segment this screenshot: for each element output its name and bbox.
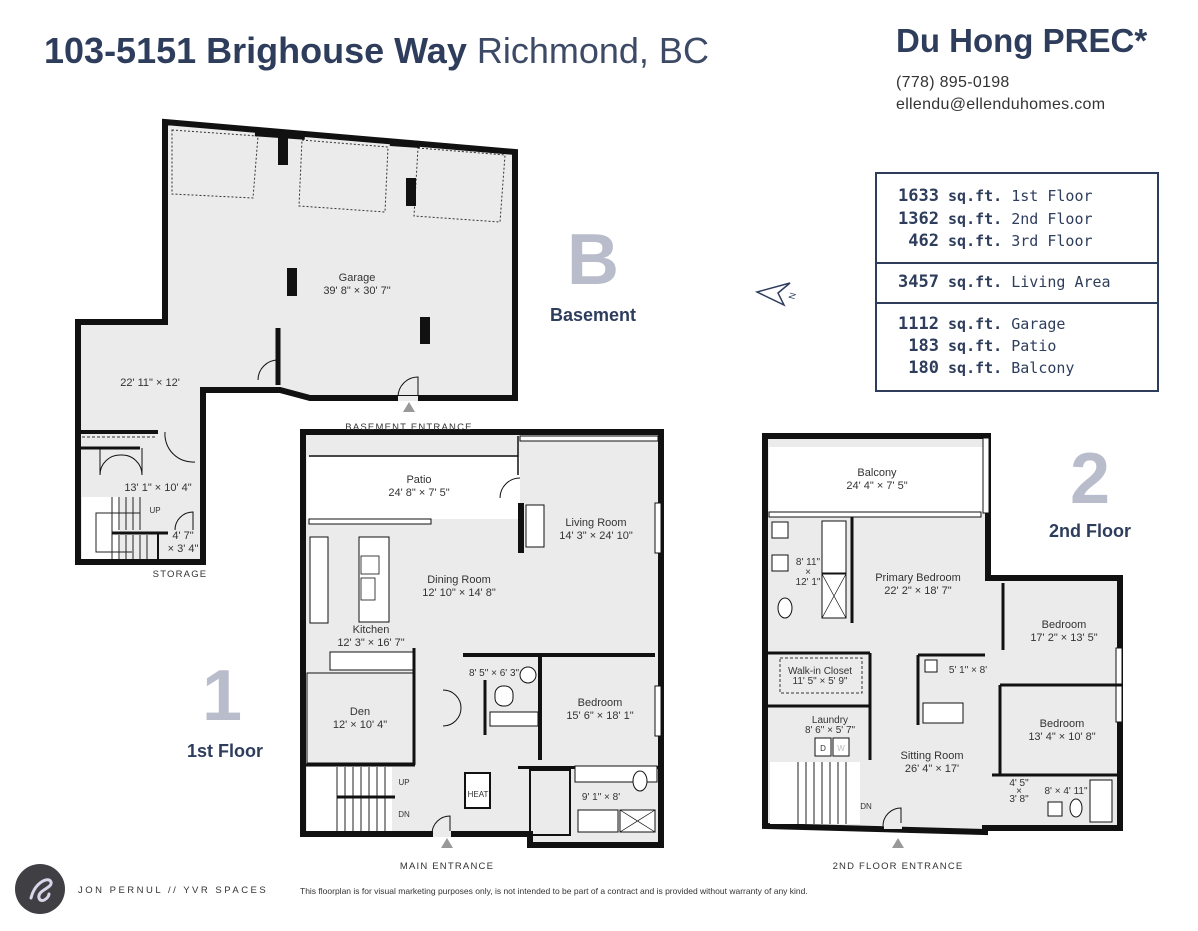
divider <box>877 302 1157 304</box>
area-summary-table: 1633 sq.ft. 1st Floor 1362 sq.ft. 2nd Fl… <box>875 172 1159 392</box>
divider <box>877 262 1157 264</box>
footer-disclaimer: This floorplan is for visual marketing p… <box>300 886 808 896</box>
basement-plan <box>75 118 518 565</box>
first-floor-title: 1st Floor <box>186 741 264 761</box>
storage-caption: STORAGE <box>152 569 208 580</box>
basement-title: Basement <box>549 305 637 325</box>
area-row-living: 3457 sq.ft. Living Area <box>898 272 1111 292</box>
room-powder-room: 8' 5" × 6' 3" <box>468 668 520 679</box>
washer-label: W <box>837 744 845 753</box>
north-arrow-icon: N <box>754 282 798 307</box>
city: Richmond, BC <box>476 30 709 71</box>
main-entrance-label: MAIN ENTRANCE <box>399 861 495 872</box>
room-closet: 4' 5" × 3' 8" <box>1009 778 1029 805</box>
heat-label: HEAT <box>467 790 489 799</box>
stairs-down-label: DN <box>860 802 872 811</box>
second-floor-plan <box>762 433 1123 848</box>
basement-marker: B <box>567 220 619 300</box>
second-floor-marker: 2 <box>1069 439 1111 519</box>
area-row: 1362 sq.ft. 2nd Floor <box>898 209 1093 229</box>
first-floor-marker: 1 <box>201 656 243 736</box>
agent-name: Du Hong PREC* <box>896 22 1148 59</box>
agent-email: ellendu@ellenduhomes.com <box>896 96 1106 113</box>
dryer-label: D <box>820 744 826 753</box>
room-storage: 4' 7" × 3' 4" <box>167 530 199 555</box>
agent-phone: (778) 895-0198 <box>896 74 1010 91</box>
address: 103-5151 Brighouse Way <box>44 30 467 71</box>
stairs-up-label: UP <box>398 778 410 787</box>
area-row: 1633 sq.ft. 1st Floor <box>898 186 1093 206</box>
second-floor-entrance-label: 2ND FLOOR ENTRANCE <box>832 861 964 872</box>
second-floor-title: 2nd Floor <box>1049 521 1131 541</box>
brand-logo <box>15 864 65 914</box>
stairs-up-label: UP <box>149 506 161 515</box>
area-row: 180 sq.ft. Balcony <box>908 358 1075 378</box>
room-bathroom: 5' 1" × 8' <box>948 665 988 676</box>
room-primary-ensuite: 8' 11" × 12' 1" <box>795 557 821 588</box>
area-row: 462 sq.ft. 3rd Floor <box>908 231 1093 251</box>
svg-text:N: N <box>787 291 798 300</box>
room-basement-hall: 22' 11" × 12' <box>120 377 180 389</box>
stairs-down-label: DN <box>398 810 410 819</box>
first-floor-plan <box>300 429 664 848</box>
basement-entrance-label: BASEMENT ENTRANCE <box>345 422 473 433</box>
room-bathroom: 8' × 4' 11" <box>1044 786 1088 797</box>
room-ensuite: 9' 1" × 8' <box>581 792 621 803</box>
room-basement-foyer: 13' 1" × 10' 4" <box>124 482 192 494</box>
area-row: 1112 sq.ft. Garage <box>898 314 1066 334</box>
footer-brand: JON PERNUL // YVR SPACES <box>78 885 269 896</box>
area-row: 183 sq.ft. Patio <box>908 336 1057 356</box>
property-title: 103-5151 Brighouse Way Richmond, BC <box>44 30 709 72</box>
